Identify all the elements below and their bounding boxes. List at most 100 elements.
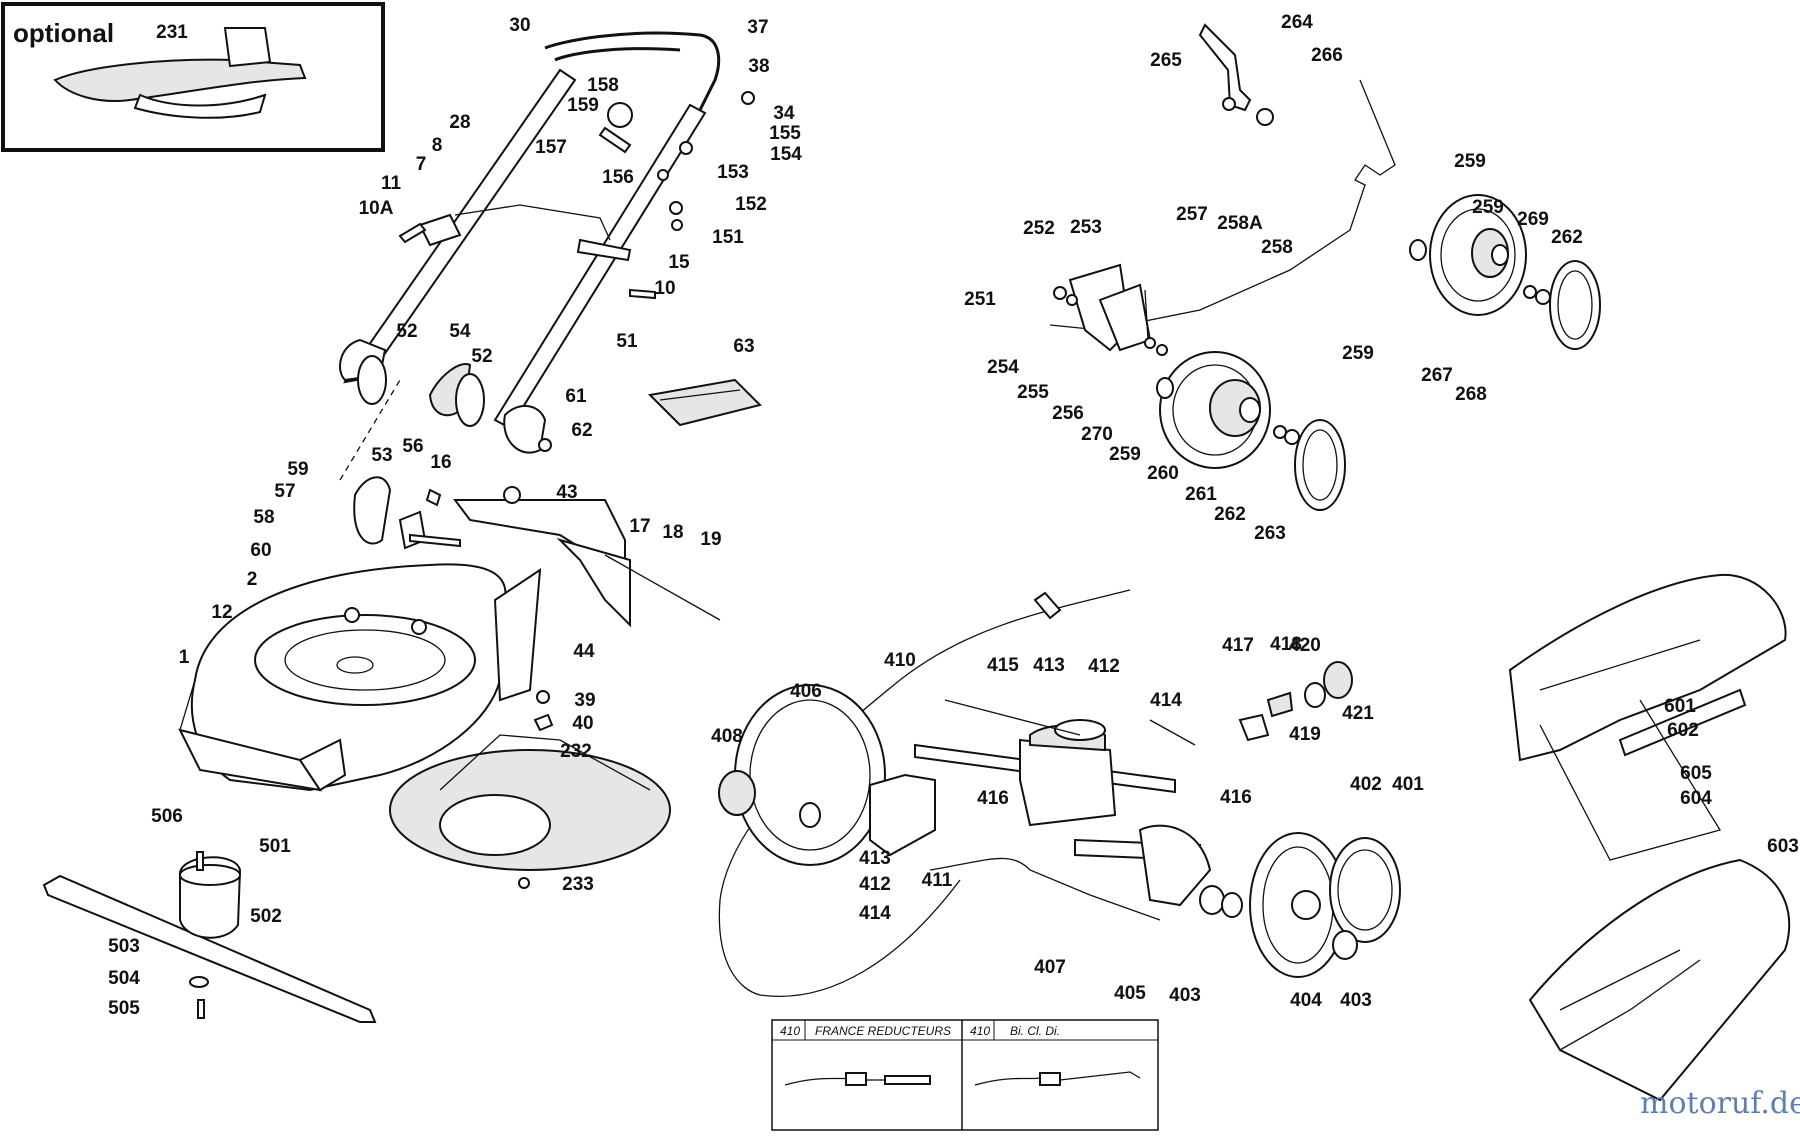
part-number-label: 406: [790, 681, 822, 702]
part-number-label: 54: [449, 321, 471, 342]
part-number-label: 153: [717, 162, 749, 183]
part-number-label: 410: [884, 650, 916, 671]
blade-assembly: [42, 851, 377, 1023]
part-number-label: 34: [773, 103, 795, 124]
part-number-label: 417: [1222, 635, 1254, 656]
part-number-label: 408: [711, 726, 743, 747]
part-number-label: 501: [259, 836, 291, 857]
part-number-label: 151: [712, 227, 744, 248]
part-number-label: 414: [859, 903, 891, 924]
part-number-label: 231: [156, 22, 188, 43]
part-number-label: 44: [573, 641, 595, 662]
part-number-label: 411: [922, 870, 953, 891]
part-number-label: 405: [1114, 983, 1146, 1004]
part-number-label: 260: [1147, 463, 1179, 484]
part-number-label: 19: [700, 529, 721, 550]
part-number-label: 267: [1421, 365, 1453, 386]
part-number-label: 15: [668, 252, 690, 273]
grass-bag: [1508, 573, 1791, 1102]
part-number-label: 258: [1261, 237, 1293, 258]
part-number-label: 418: [1270, 634, 1302, 655]
part-number-label: 601: [1664, 696, 1696, 717]
legend-right-code: 410: [970, 1024, 990, 1038]
part-number-label: 407: [1034, 957, 1066, 978]
part-number-label: 421: [1342, 703, 1374, 724]
part-number-label: 155: [769, 123, 801, 144]
part-number-label: 152: [735, 194, 767, 215]
mower-deck: [178, 563, 554, 792]
part-number-label: 156: [602, 167, 634, 188]
deck-brackets: [339, 379, 721, 628]
part-number-label: 255: [1017, 382, 1049, 403]
part-number-label: 403: [1169, 985, 1201, 1006]
part-number-label: 10: [654, 278, 675, 299]
part-number-label: 59: [287, 459, 308, 480]
part-number-label: 38: [748, 56, 769, 77]
part-number-label: 154: [770, 144, 802, 165]
legend-left-code: 410: [780, 1024, 800, 1038]
part-number-label: 61: [565, 386, 587, 407]
part-number-label: 415: [987, 655, 1019, 676]
part-number-label: 263: [1254, 523, 1286, 544]
part-number-label: 604: [1680, 788, 1712, 809]
part-number-label: 270: [1081, 424, 1113, 445]
part-number-label: 62: [571, 420, 592, 441]
part-number-label: 262: [1214, 504, 1246, 525]
part-number-label: 256: [1052, 403, 1084, 424]
part-number-label: 269: [1517, 209, 1549, 230]
part-number-label: 39: [574, 690, 595, 711]
part-number-label: 259: [1342, 343, 1374, 364]
part-number-label: 158: [587, 75, 619, 96]
watermark: motoruf.de: [1640, 1086, 1800, 1121]
part-number-label: 419: [1289, 724, 1321, 745]
part-number-label: 268: [1455, 384, 1487, 405]
part-number-label: 16: [430, 452, 451, 473]
part-number-label: 416: [977, 788, 1009, 809]
handle-assembly: [339, 31, 755, 430]
part-number-label: 30: [509, 15, 530, 36]
part-number-label: 404: [1290, 990, 1322, 1011]
part-number-label: 60: [250, 540, 271, 561]
part-number-label: 262: [1551, 227, 1583, 248]
part-number-label: 416: [1220, 787, 1252, 808]
part-number-label: 503: [108, 936, 140, 957]
optional-label: optional: [13, 18, 114, 48]
part-number-label: 56: [402, 436, 423, 457]
drive-system: [718, 589, 1401, 997]
part-number-label: 413: [859, 848, 891, 869]
part-number-label: 51: [616, 331, 638, 352]
part-number-label: 502: [250, 906, 282, 927]
part-number-label: 52: [471, 346, 492, 367]
part-number-label: 403: [1340, 990, 1372, 1011]
part-number-label: 232: [560, 741, 592, 762]
part-number-label: 402: [1350, 774, 1382, 795]
part-number-label: 506: [151, 806, 183, 827]
part-number-label: 412: [859, 874, 891, 895]
part-number-label: 254: [987, 357, 1019, 378]
part-number-label: 505: [108, 998, 140, 1019]
part-number-label: 401: [1392, 774, 1424, 795]
part-number-label: 11: [381, 173, 402, 194]
part-number-label: 12: [211, 602, 232, 623]
cable-legend-table: 410 FRANCE REDUCTEURS 410 Bi. Cl. Di.: [771, 1019, 1159, 1131]
part-number-label: 264: [1281, 12, 1313, 33]
handle-clamps: [428, 363, 762, 454]
part-number-label: 57: [274, 481, 295, 502]
part-number-label: 605: [1680, 763, 1712, 784]
part-number-label: 159: [567, 95, 599, 116]
part-number-label: 602: [1667, 720, 1699, 741]
part-number-label: 259: [1472, 197, 1504, 218]
part-number-label: 259: [1454, 151, 1486, 172]
rear-wheel-back: [1409, 194, 1601, 350]
part-number-label: 265: [1150, 50, 1182, 71]
part-number-label: 157: [535, 137, 567, 158]
part-number-label: 8: [432, 135, 443, 156]
part-number-label: 259: [1109, 444, 1141, 465]
part-number-label: 603: [1767, 836, 1799, 857]
part-number-label: 52: [396, 321, 417, 342]
part-number-label: 7: [416, 154, 427, 175]
part-number-label: 18: [662, 522, 683, 543]
legend-right-label: Bi. Cl. Di.: [1010, 1024, 1060, 1038]
part-number-label: 252: [1023, 218, 1055, 239]
